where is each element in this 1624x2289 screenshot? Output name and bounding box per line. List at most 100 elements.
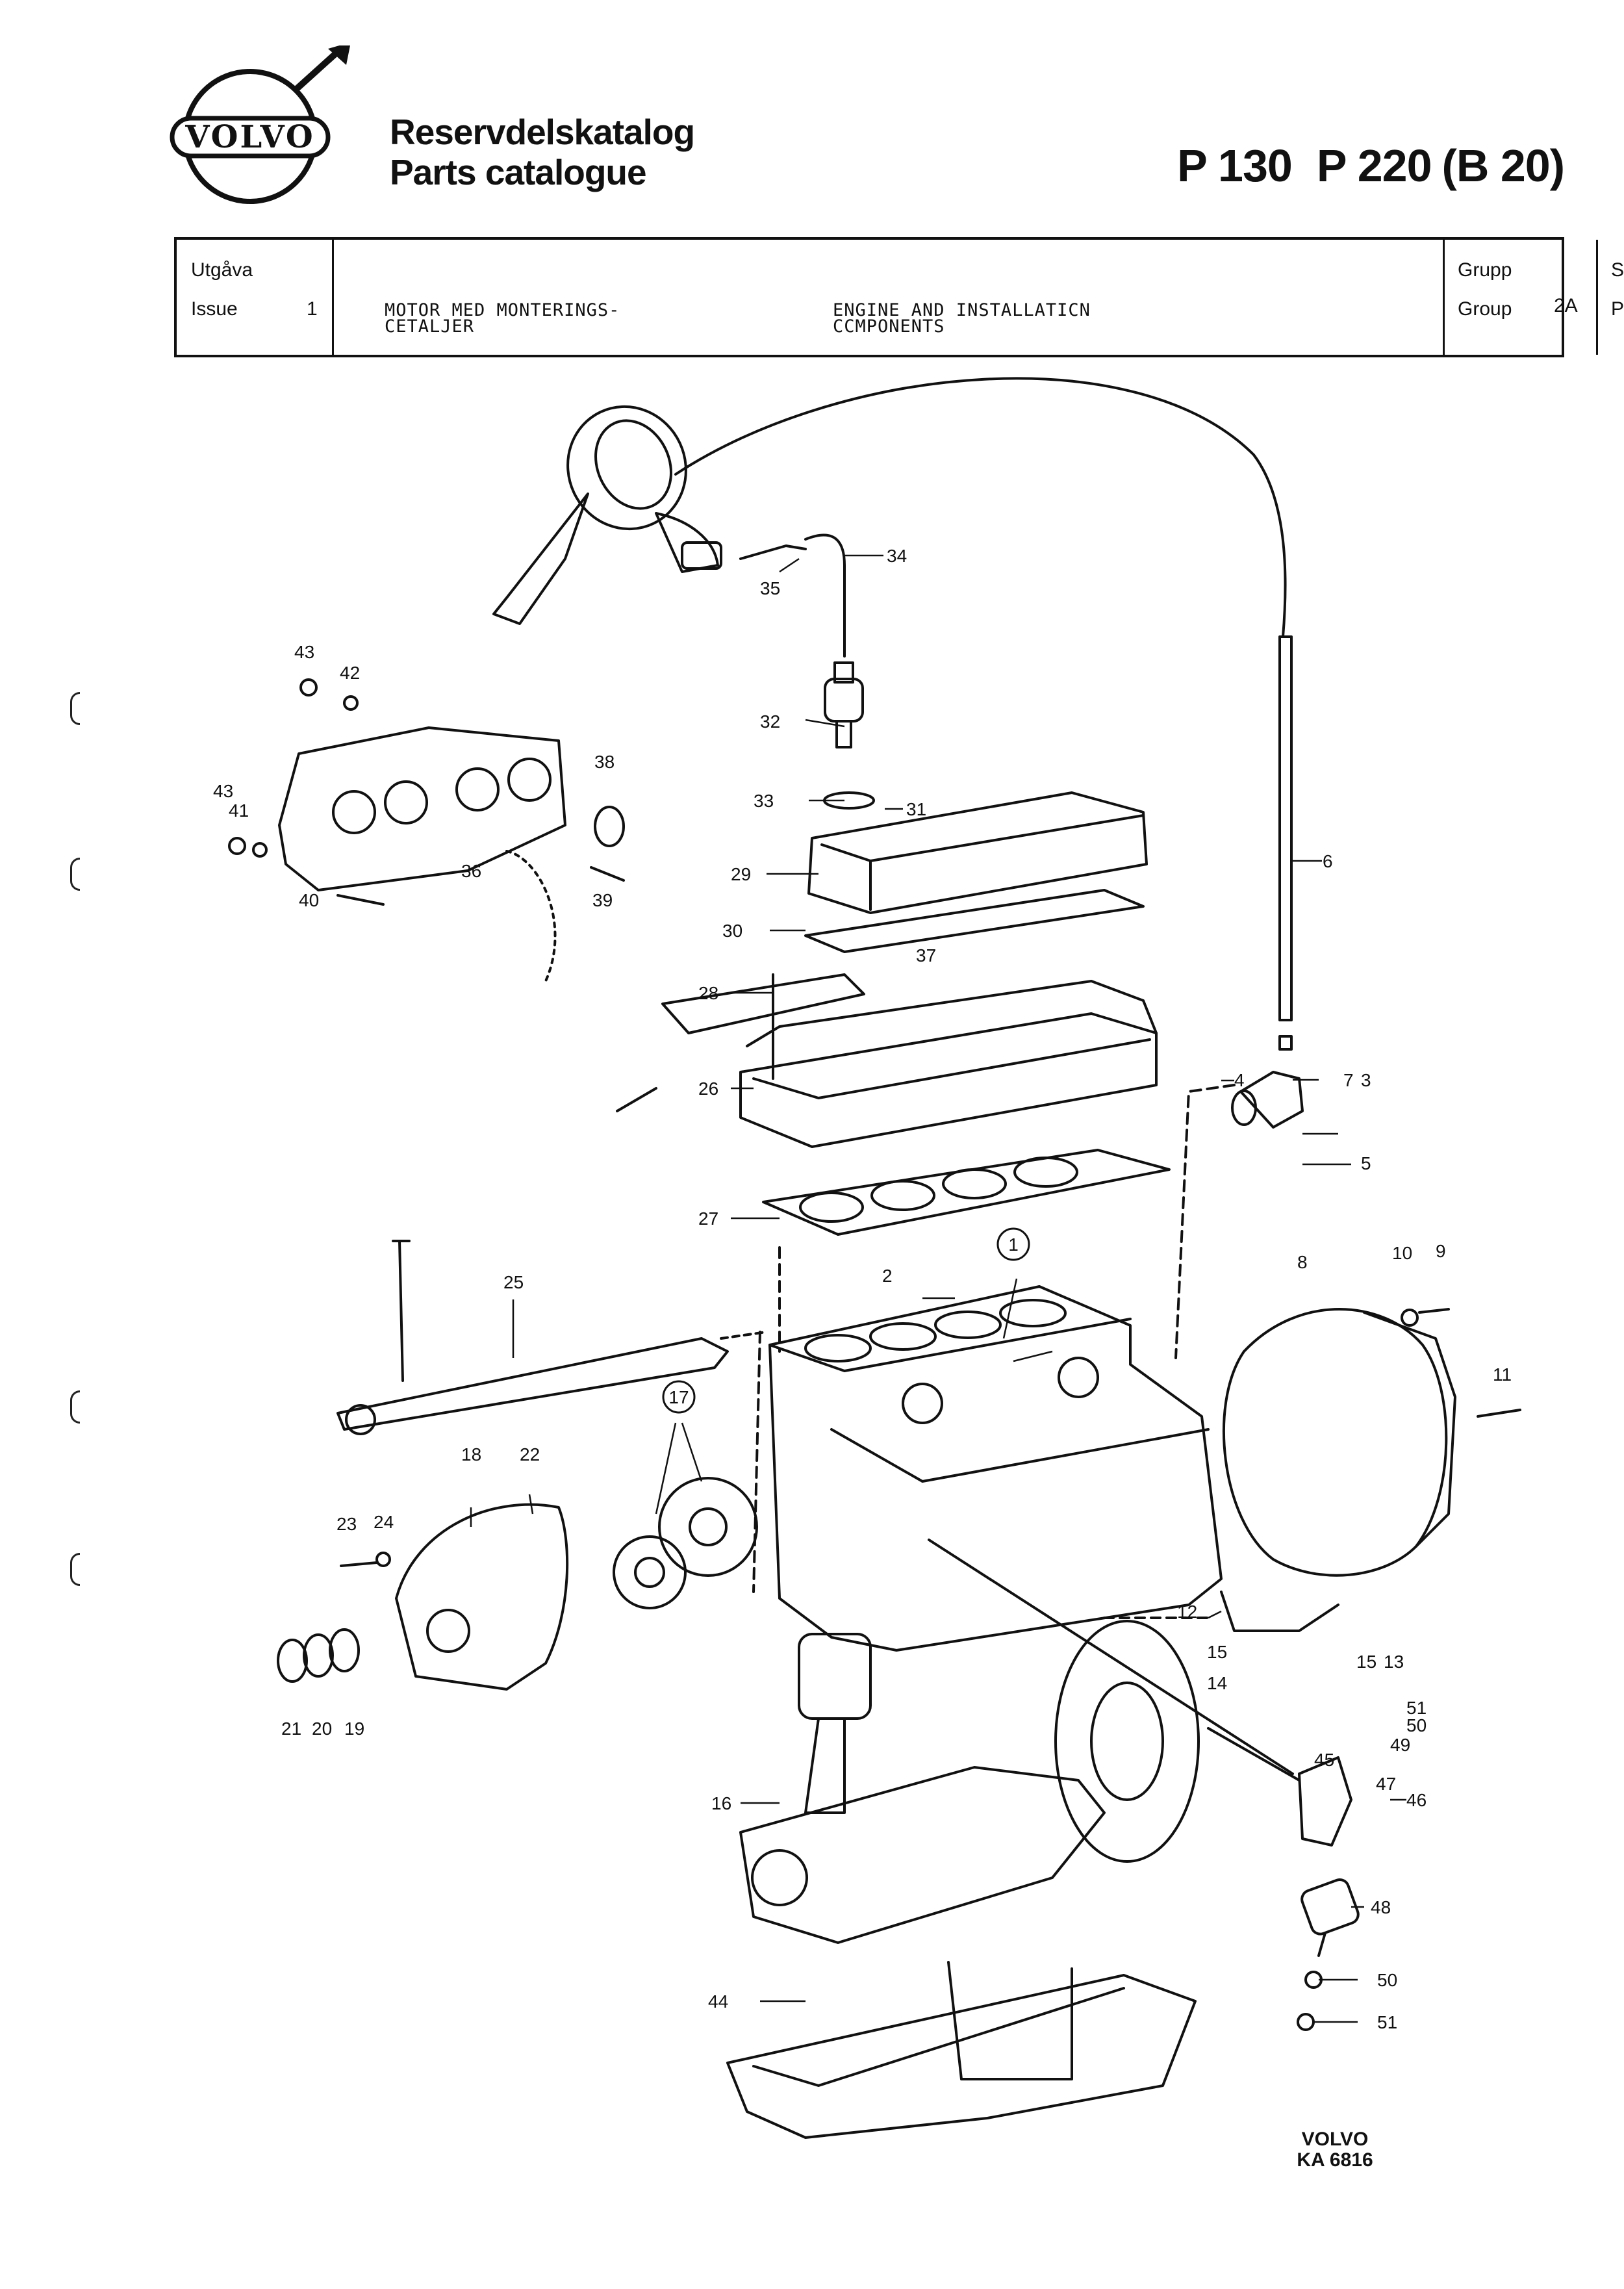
punch-hole-mark [70,858,80,891]
piston [798,1633,872,1720]
callout-47: 47 [1376,1774,1396,1794]
callout-49: 49 [1390,1735,1410,1755]
description-en-line2: CCMPONENTS [833,316,945,337]
timing-gear-small [613,1535,687,1609]
callout-18: 18 [461,1444,481,1464]
callout-25: 25 [503,1272,524,1292]
page-label-sv: Sida [1611,259,1624,281]
callout-24: 24 [374,1512,394,1532]
callout-26: 26 [698,1079,718,1099]
callout-15-left: 15 [1207,1642,1227,1662]
callout-23: 23 [336,1514,357,1534]
callout-36: 36 [461,861,481,881]
description-en-line1: ENGINE AND INSTALLATICN [833,300,1091,320]
footer-reference: VOLVO KA 6816 [1273,2129,1397,2171]
punch-hole-mark [70,1553,80,1586]
crankshaft [739,1766,1106,1944]
issue-label-sv: Utgåva [191,259,253,281]
camshaft [336,1337,729,1431]
model-p220: P 220 [1316,140,1432,191]
callout-21: 21 [281,1719,301,1739]
model-designations: P 130 P 220(B 20) [1152,140,1565,192]
callout-27: 27 [698,1208,718,1229]
punch-hole-mark [70,1390,80,1424]
seal-19 [329,1628,360,1672]
callout-41: 41 [229,800,249,821]
issue-value: 1 [307,298,318,320]
callout-5: 5 [1361,1153,1371,1173]
engine-b20: (B 20) [1441,140,1565,191]
callout-35: 35 [760,578,780,598]
group-value: 2A [1554,295,1578,316]
callout-13: 13 [1384,1652,1404,1672]
air-filter-housing [566,405,687,531]
seal-21 [277,1639,308,1683]
oil-pump [1300,1878,1360,1936]
callout-46: 46 [1406,1790,1427,1810]
callout-39: 39 [592,890,613,910]
info-table: Utgåva Issue 1 MOTOR MED MONTERINGS- CET… [174,237,1624,357]
group-cell: Grupp Group 2A [1445,240,1598,355]
oil-pump-bracket [1298,1756,1352,1847]
description-sv-line1: MOTOR MED MONTERINGS- [385,300,620,320]
callout-3: 3 [1361,1070,1371,1090]
cylinder-head [739,1012,1158,1148]
callout-4: 4 [1234,1070,1245,1090]
flange-38 [594,806,625,847]
valve-cover [807,791,1148,914]
head-gasket [762,1149,1171,1236]
callout-32: 32 [760,711,780,732]
callout-20: 20 [312,1719,332,1739]
callout-38: 38 [594,752,615,772]
callout-11: 11 [1493,1364,1512,1385]
callout-45: 45 [1314,1750,1334,1770]
volvo-logo: VOLVO [166,42,374,214]
engine-block [768,1285,1223,1652]
callout-29: 29 [731,864,751,884]
callout-7: 7 [1343,1070,1354,1090]
callout-12: 12 [1177,1602,1197,1622]
callout-48: 48 [1371,1897,1391,1917]
title-swedish: Reservdelskatalog [390,112,695,152]
callout-37: 37 [916,945,936,965]
callout-8: 8 [1297,1252,1308,1272]
oil-pan [726,1974,1197,2139]
punch-hole-mark [70,692,80,725]
flywheel-housing [1223,1308,1448,1577]
issue-cell: Utgåva Issue 1 [177,240,334,355]
intake-manifold [278,726,566,891]
callout-17: 17 [668,1387,689,1407]
footer-brand: VOLVO [1301,2129,1369,2150]
footer-code: KA 6816 [1297,2149,1373,2171]
timing-gear-large [658,1477,758,1577]
callout-16: 16 [711,1793,731,1813]
callout-50-top: 50 [1406,1715,1427,1735]
breather-valve [824,678,864,723]
callout-6: 6 [1323,851,1333,871]
callout-34: 34 [887,546,907,566]
issue-label-en: Issue [191,298,238,320]
callout-40: 40 [299,890,319,910]
callout-15-right: 15 [1356,1652,1377,1672]
callout-31: 31 [906,799,926,819]
callout-19: 19 [344,1719,364,1739]
valve-cover-gasket [804,889,1145,953]
washer-10 [1401,1309,1419,1327]
title-english: Parts catalogue [390,152,647,192]
timing-cover [395,1503,569,1691]
page-cell: Sida Page 5 [1598,240,1624,355]
svg-text:VOLVO: VOLVO [184,119,314,155]
callout-2: 2 [882,1266,893,1286]
page-label-en: Page [1611,298,1624,320]
group-label-sv: Grupp [1458,259,1512,281]
callout-14: 14 [1207,1673,1227,1693]
callout-43-top: 43 [294,642,314,662]
callout-44: 44 [708,1991,728,2012]
callout-42: 42 [340,663,360,683]
drive-cable [674,377,1287,638]
callout-22: 22 [520,1444,540,1464]
model-p130: P 130 [1177,140,1293,191]
callout-circle-1 [996,1227,1030,1261]
dipstick-tube [1278,635,1293,1021]
